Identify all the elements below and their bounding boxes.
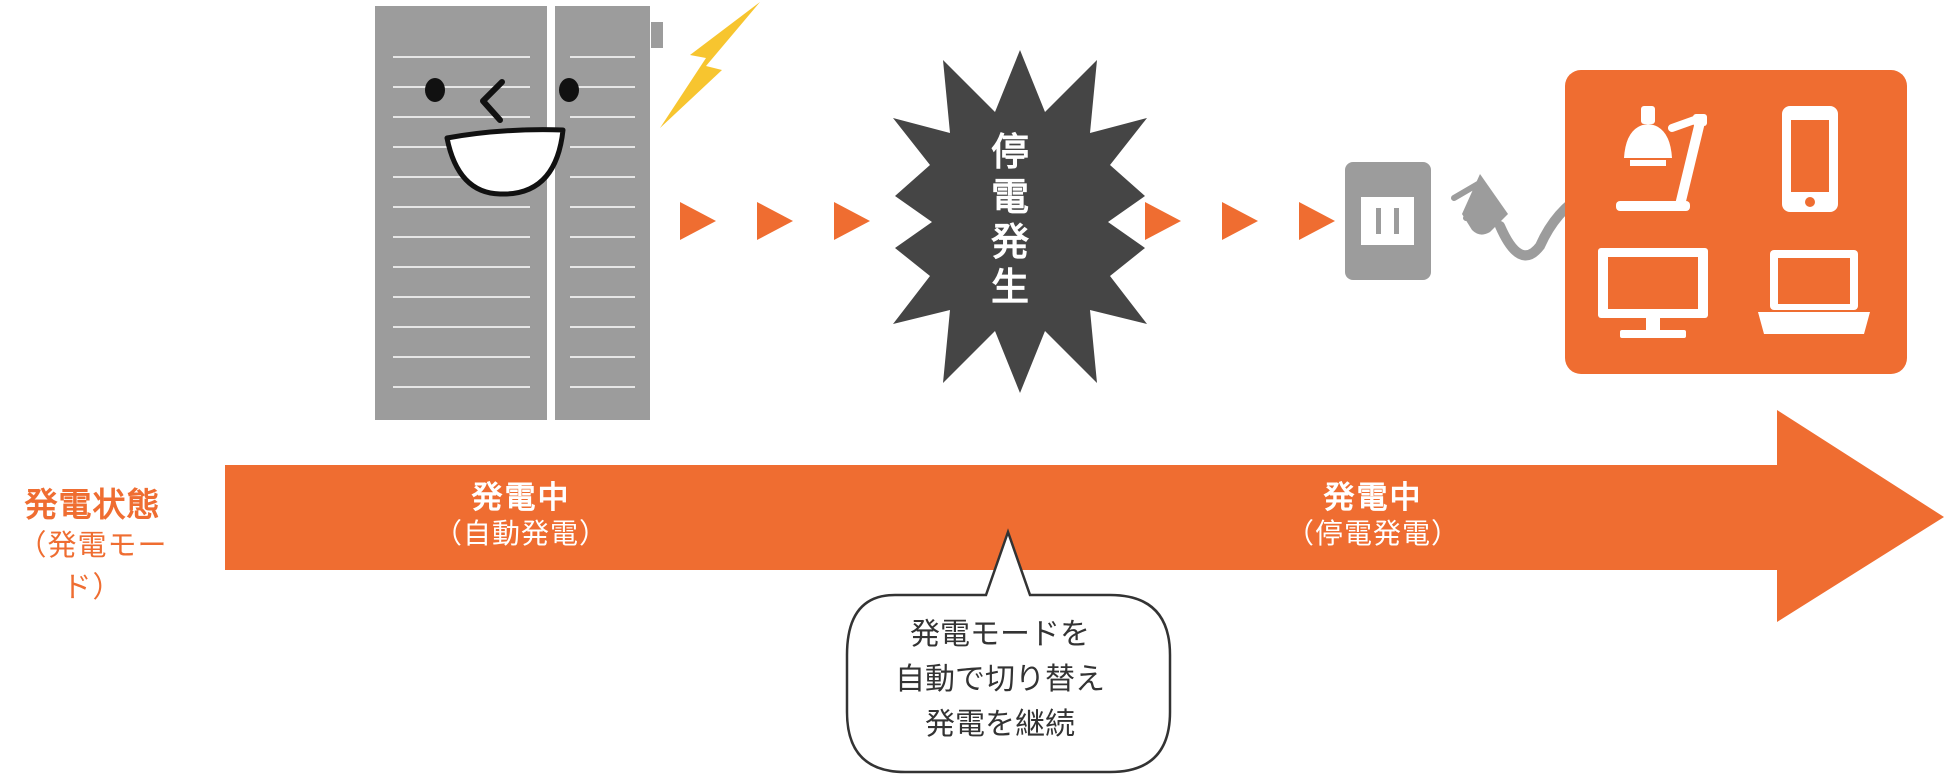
smiley-face-icon bbox=[425, 78, 579, 197]
desk-lamp-icon bbox=[1616, 106, 1707, 211]
smartphone-icon bbox=[1782, 106, 1838, 212]
callout-line-3: 発電を継続 bbox=[925, 707, 1075, 742]
callout-bubble bbox=[845, 528, 1172, 774]
phase-1-title: 発電中 bbox=[471, 480, 571, 516]
phase-1-subtitle: （自動発電） bbox=[433, 517, 608, 550]
laptop-icon bbox=[1758, 250, 1870, 334]
callout-line-2: 自動で切り替え bbox=[895, 662, 1105, 697]
monitor-icon bbox=[1598, 248, 1708, 338]
outage-burst-icon bbox=[893, 50, 1147, 393]
outage-label: 停電発生 bbox=[990, 130, 1029, 309]
state-title: 発電状態 bbox=[24, 485, 161, 524]
flow-arrows-right bbox=[1145, 202, 1335, 240]
wall-outlet-icon bbox=[1345, 162, 1431, 280]
battery-unit-icon bbox=[375, 6, 663, 420]
phase-2-subtitle: （停電発電） bbox=[1285, 517, 1460, 550]
phase-2-title: 発電中 bbox=[1323, 480, 1423, 516]
flow-arrows-left bbox=[680, 202, 870, 240]
callout-line-1: 発電モードを bbox=[910, 617, 1090, 652]
state-subtitle: （発電モード） bbox=[17, 528, 168, 604]
timeline-arrow bbox=[225, 410, 1944, 622]
callout-text: 発電モードを 自動で切り替え 発電を継続 bbox=[865, 612, 1135, 747]
lightning-bolt-icon bbox=[660, 2, 760, 128]
